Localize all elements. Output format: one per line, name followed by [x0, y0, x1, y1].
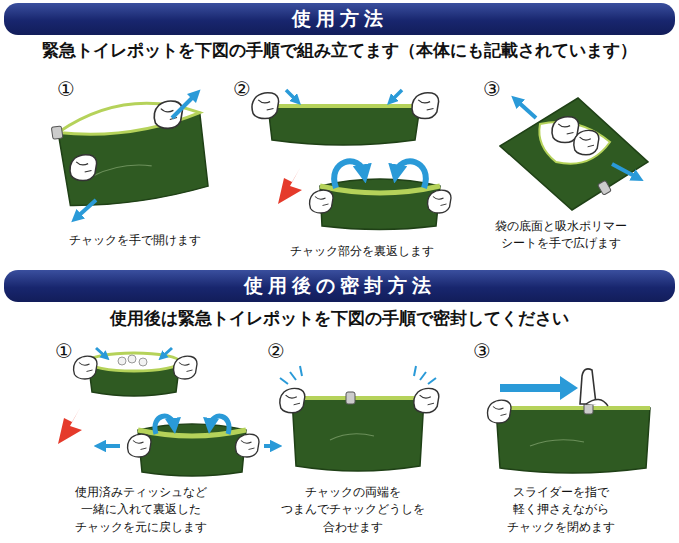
step-caption: チャック部分を裏返します: [262, 243, 462, 260]
step-caption: チャックを手で開けます: [50, 232, 220, 249]
step-caption: 使用済みティッシュなど 一緒に入れて裏返した チャックを元に戻します: [66, 484, 216, 536]
section-heading: 使用方法: [292, 6, 388, 32]
step-number: ②: [262, 340, 290, 362]
step-number: ③: [478, 78, 506, 100]
step-caption: 袋の底面と吸水ポリマー シートを手で広げます: [486, 218, 636, 253]
step-number: ③: [468, 340, 496, 362]
open-zipper-figure: [50, 94, 211, 218]
align-zipper-figure: [280, 366, 439, 471]
step-number: ①: [50, 340, 78, 362]
close-zipper-figure: [488, 369, 651, 473]
return-zipper-figure: [58, 348, 276, 476]
step-number: ①: [52, 78, 80, 100]
spread-bag-figure: [500, 98, 648, 210]
section-band: 使用後の密封方法: [4, 270, 675, 302]
step-caption: チャックの両端を つまんでチャックどうしを 合わせます: [272, 484, 434, 536]
section-heading: 使用後の密封方法: [244, 273, 436, 299]
step-caption: スライダーを指で 軽く押さえながら チャックを閉めます: [486, 484, 636, 536]
section-subtitle: 使用後は緊急トイレポットを下図の手順で密封してください: [6, 306, 673, 331]
section-subtitle: 緊急トイレポットを下図の手順で組み立てます（本体にも記載されています）: [6, 38, 673, 63]
section-band: 使用方法: [4, 3, 675, 35]
turn-zipper-figure: [252, 90, 451, 230]
step-number: ②: [228, 78, 256, 100]
